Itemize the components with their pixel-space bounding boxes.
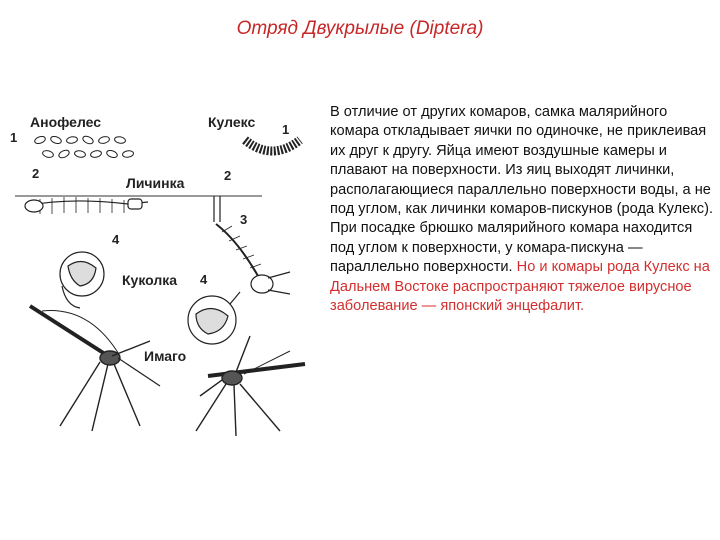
life-cycle-figure: Анофелес Кулекс Личинка Куколка Имаго 1 … — [0, 96, 320, 516]
stage-number: 4 — [112, 232, 120, 247]
slide-title: Отряд Двукрылые (Diptera) — [236, 18, 484, 39]
stage-number: 3 — [240, 212, 248, 227]
stage-number: 4 — [200, 272, 208, 287]
description-highlight: Но и комары рода Кулекс на Дальнем Восто… — [330, 259, 710, 315]
label-culex: Кулекс — [208, 114, 256, 130]
mosquito-life-cycle-drawing — [15, 135, 306, 437]
description-main: В отличие от других комаров, самка маляр… — [330, 104, 714, 276]
label-larva: Личинка — [126, 175, 185, 191]
culex-imago — [195, 335, 306, 437]
culex-larva — [213, 196, 291, 295]
label-anopheles: Анофелес — [30, 114, 102, 130]
description-text: В отличие от других комаров, самка маляр… — [330, 103, 713, 316]
stage-number: 1 — [10, 130, 18, 145]
anopheles-imago — [28, 304, 161, 432]
stage-number: 2 — [32, 166, 40, 181]
culex-pupa — [187, 291, 241, 345]
label-pupa: Куколка — [122, 272, 178, 288]
anopheles-eggs — [34, 135, 134, 159]
anopheles-larva — [24, 197, 149, 214]
label-imago: Имаго — [144, 348, 187, 364]
stage-number: 2 — [224, 168, 232, 183]
culex-egg-raft — [242, 136, 303, 156]
anopheles-pupa — [59, 251, 105, 309]
stage-number: 1 — [282, 122, 290, 137]
